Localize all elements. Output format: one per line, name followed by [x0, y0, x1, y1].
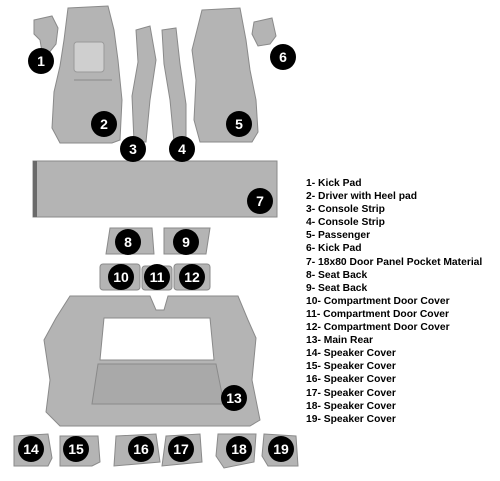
legend-item: 13- Main Rear [306, 335, 373, 347]
piece-heel-pad [73, 41, 105, 73]
badge-11: 11 [144, 264, 170, 290]
legend-item: 12- Compartment Door Cover [306, 322, 450, 334]
badge-14: 14 [18, 436, 44, 462]
piece-door-panel-pocket-material [32, 160, 278, 218]
legend-item: 3- Console Strip [306, 204, 385, 216]
piece-console-strip-left [131, 25, 157, 143]
badge-12: 12 [179, 264, 205, 290]
svg-text:1: 1 [37, 53, 45, 69]
svg-text:2: 2 [100, 116, 108, 132]
badge-7: 7 [247, 188, 273, 214]
badge-9: 9 [173, 229, 199, 255]
svg-text:11: 11 [150, 269, 165, 285]
legend-item: 15- Speaker Cover [306, 361, 396, 373]
piece-console-strip-right [161, 27, 187, 143]
svg-text:18: 18 [231, 441, 247, 457]
svg-text:12: 12 [184, 269, 200, 285]
legend-item: 8- Seat Back [306, 269, 368, 281]
piece-passenger-floor [191, 7, 259, 143]
legend-item: 16- Speaker Cover [306, 374, 396, 386]
svg-text:19: 19 [273, 441, 289, 457]
badge-10: 10 [108, 264, 134, 290]
badge-16: 16 [128, 436, 154, 462]
badge-3: 3 [120, 136, 146, 162]
legend-item: 17- Speaker Cover [306, 387, 396, 399]
badge-13: 13 [221, 385, 247, 411]
piece-main-rear-opening [99, 317, 215, 361]
legend-item: 11- Compartment Door Cover [306, 308, 450, 320]
legend-item: 18- Speaker Cover [306, 400, 396, 412]
svg-text:4: 4 [178, 141, 186, 157]
svg-text:16: 16 [133, 441, 149, 457]
piece-driver-floor [51, 5, 123, 144]
svg-text:6: 6 [279, 49, 287, 65]
legend-item: 10- Compartment Door Cover [306, 295, 450, 307]
legend-item: 4- Console Strip [306, 217, 385, 229]
svg-text:3: 3 [129, 141, 137, 157]
svg-text:9: 9 [182, 234, 190, 250]
piece-kick-pad-right [251, 17, 277, 47]
legend-item: 2- Driver with Heel pad [306, 191, 418, 203]
badge-4: 4 [169, 136, 195, 162]
badge-18: 18 [226, 436, 252, 462]
badge-17: 17 [168, 436, 194, 462]
svg-text:10: 10 [113, 269, 129, 285]
svg-text:13: 13 [226, 390, 242, 406]
legend-item: 6- Kick Pad [306, 243, 362, 255]
legend-item: 7- 18x80 Door Panel Pocket Material [306, 256, 483, 268]
badge-6: 6 [270, 44, 296, 70]
parts-legend: 1- Kick Pad 2- Driver with Heel pad 3- C… [306, 177, 500, 426]
badge-2: 2 [91, 111, 117, 137]
svg-text:14: 14 [23, 441, 39, 457]
svg-text:8: 8 [124, 234, 132, 250]
badge-15: 15 [63, 436, 89, 462]
piece-kick-pad-left [33, 15, 59, 55]
badge-19: 19 [268, 436, 294, 462]
svg-text:5: 5 [235, 116, 243, 132]
legend-item: 1- Kick Pad [306, 178, 362, 189]
badge-5: 5 [226, 111, 252, 137]
legend-item: 5- Passenger [306, 230, 371, 242]
badge-1: 1 [28, 48, 54, 74]
svg-text:7: 7 [256, 193, 264, 209]
legend-item: 9- Seat Back [306, 282, 368, 294]
svg-text:15: 15 [68, 441, 84, 457]
legend-item: 14- Speaker Cover [306, 348, 396, 360]
badge-8: 8 [115, 229, 141, 255]
svg-text:17: 17 [173, 441, 189, 457]
legend-item: 19- Speaker Cover [306, 413, 396, 425]
